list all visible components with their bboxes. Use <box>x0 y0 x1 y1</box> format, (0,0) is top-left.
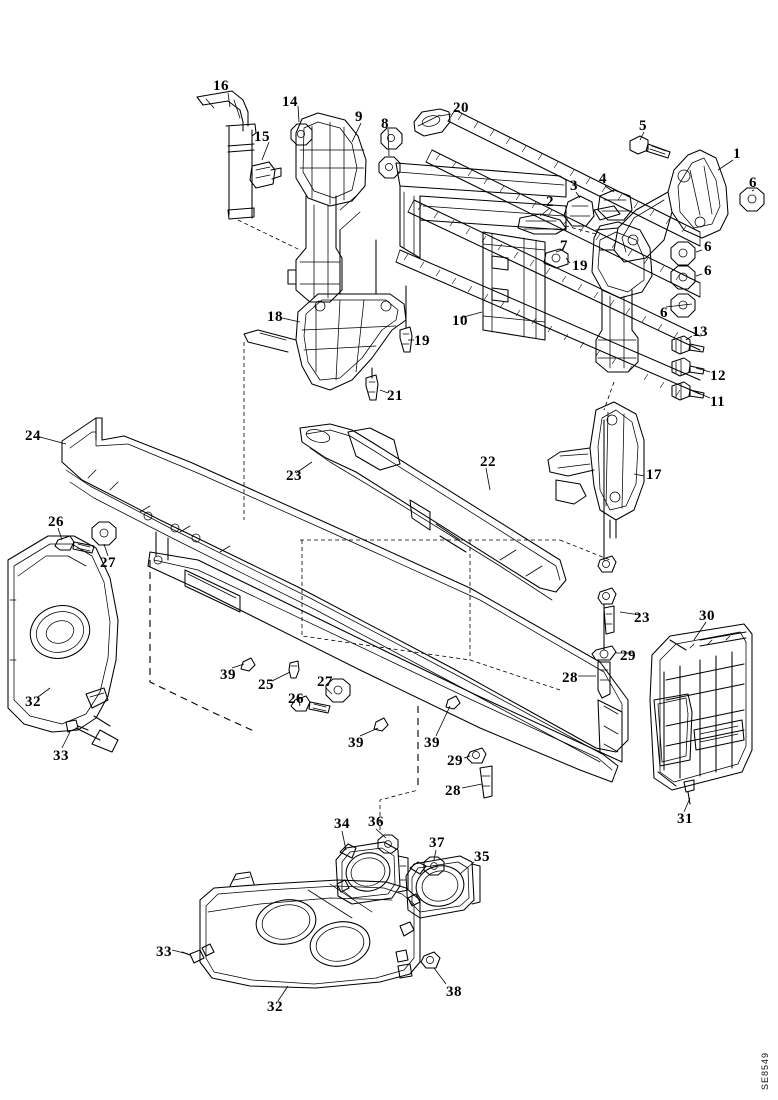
callout-33-b: 33 <box>156 944 172 960</box>
callout-32-a: 32 <box>25 694 41 710</box>
callout-39-b: 39 <box>348 735 364 751</box>
callout-10: 10 <box>452 313 468 329</box>
part-20-striker-plate <box>413 108 451 137</box>
part-7-bushing <box>543 248 569 269</box>
callout-34: 34 <box>334 816 350 832</box>
part-14-nut <box>290 123 313 146</box>
callout-23-b: 23 <box>634 610 650 626</box>
part-13-12-11-bolts <box>671 335 705 401</box>
callout-38: 38 <box>446 984 462 1000</box>
callout-19: 19 <box>414 333 430 349</box>
part-36-nut <box>377 834 399 854</box>
callout-9: 9 <box>355 109 363 125</box>
callout-19-b: 19 <box>572 258 588 274</box>
callout-30: 30 <box>699 608 715 624</box>
callout-11: 11 <box>710 394 726 410</box>
assembly-dash-lines <box>149 560 419 790</box>
part-9-latch-assembly <box>287 112 367 303</box>
part-30-grille-support <box>649 623 753 791</box>
callout-6-d: 6 <box>660 305 668 321</box>
part-18-left-bracket <box>243 229 407 391</box>
callout-29-b: 29 <box>447 753 463 769</box>
callout-23-a: 23 <box>286 468 302 484</box>
callout-28: 28 <box>562 670 578 686</box>
part-32-lower-valance <box>199 871 421 989</box>
part-21-bolt <box>365 367 379 401</box>
callout-39-c: 39 <box>424 735 440 751</box>
crossmember-rails <box>395 109 701 397</box>
part-37-nut <box>423 856 445 876</box>
callout-21: 21 <box>387 388 403 404</box>
callout-6-a: 6 <box>749 175 757 191</box>
callout-27-a: 27 <box>100 555 116 571</box>
callout-5: 5 <box>639 118 647 134</box>
diagram-id-code: SE8549 <box>760 1051 770 1090</box>
part-5-bolt <box>629 135 671 159</box>
part-31-screw <box>683 779 695 805</box>
callout-14: 14 <box>282 94 298 110</box>
part-33-screw-left <box>65 719 89 733</box>
part-38-clip <box>420 951 441 969</box>
part-33-screw-bottom <box>181 949 205 964</box>
part-8-nut <box>378 127 403 179</box>
part-3-bracket <box>563 195 621 227</box>
callout-26-b: 26 <box>288 691 304 707</box>
part-32-left-cover <box>7 535 119 753</box>
callout-1: 1 <box>733 146 741 162</box>
part-1-right-support <box>595 149 729 263</box>
part-34-36-left-lamp-bracket <box>335 841 409 905</box>
callout-15: 15 <box>254 129 270 145</box>
callout-27-b: 27 <box>317 674 333 690</box>
callout-29: 29 <box>620 648 636 664</box>
part-35-right-lamp-bracket <box>405 855 481 919</box>
assembly-fine-dash-lines <box>237 219 615 830</box>
part-22-bumper-beam <box>299 423 567 601</box>
callout-12: 12 <box>710 368 726 384</box>
callout-24: 24 <box>25 428 41 444</box>
callout-33-a: 33 <box>53 748 69 764</box>
callout-31: 31 <box>677 811 693 827</box>
part-19-bolt <box>399 285 413 353</box>
callout-6-c: 6 <box>704 263 712 279</box>
callout-13: 13 <box>692 324 708 340</box>
callout-20: 20 <box>453 100 469 116</box>
callout-3: 3 <box>570 178 578 194</box>
part-16-tube <box>196 90 257 220</box>
center-fasteners <box>240 657 493 799</box>
part-6-nuts <box>670 187 765 318</box>
part-4-bracket <box>597 189 633 221</box>
right-latch-housing <box>591 221 653 373</box>
callout-17: 17 <box>646 467 662 483</box>
bumper-lower-rail <box>147 551 623 783</box>
right-fasteners <box>591 419 617 699</box>
part-15-clip <box>249 161 282 189</box>
callout-25: 25 <box>258 677 274 693</box>
callout-37: 37 <box>429 835 445 851</box>
callout-7: 7 <box>560 238 568 254</box>
callout-8: 8 <box>381 116 389 132</box>
callout-18: 18 <box>267 309 283 325</box>
callout-16: 16 <box>213 78 229 94</box>
part-2-rod <box>517 213 567 235</box>
callout-36: 36 <box>368 814 384 830</box>
callout-22: 22 <box>480 454 496 470</box>
part-17-right-arm <box>547 401 645 539</box>
callout-32-b: 32 <box>267 999 283 1015</box>
callout-35: 35 <box>474 849 490 865</box>
callout-4: 4 <box>599 171 607 187</box>
left-fasteners <box>54 521 117 554</box>
callout-28-b: 28 <box>445 783 461 799</box>
leader-lines <box>37 92 755 1002</box>
part-24-bumper-reinforcement <box>61 417 629 763</box>
callout-2: 2 <box>546 194 554 210</box>
callout-26-a: 26 <box>48 514 64 530</box>
callout-39-a: 39 <box>220 667 236 683</box>
callout-6-b: 6 <box>704 239 712 255</box>
